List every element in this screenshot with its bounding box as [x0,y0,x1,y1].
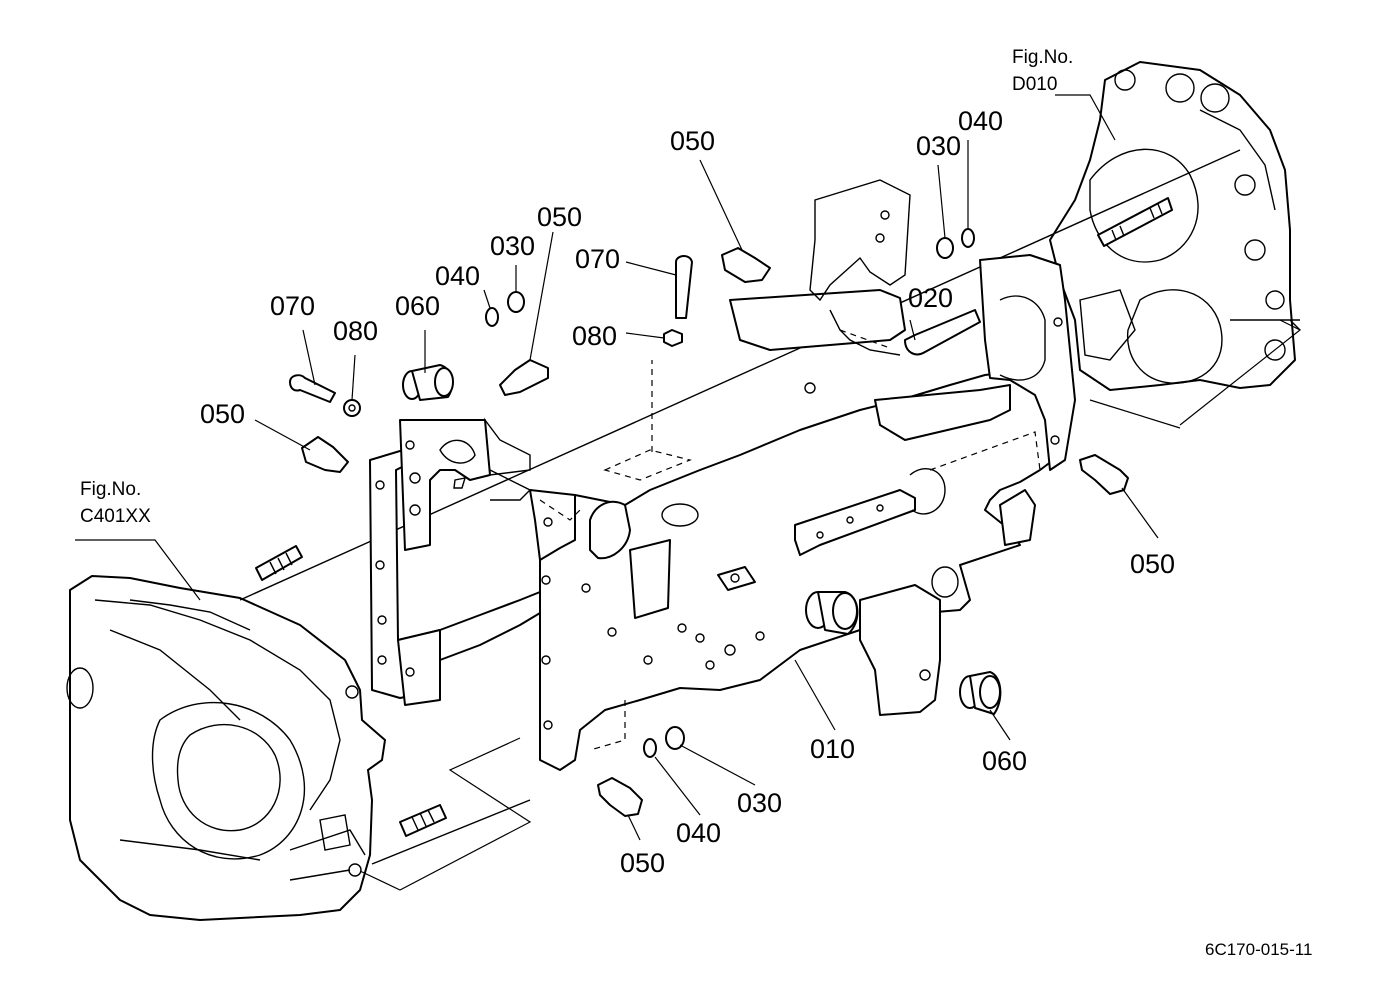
stud-rear [1097,197,1173,247]
callout-030-mid: 030 [490,231,535,261]
bolt-050-midtop [499,359,549,396]
callout-060-right: 060 [982,746,1027,776]
callout-010: 010 [810,734,855,764]
rear-housing [1049,61,1301,391]
fig-ref-rear: Fig.No. D010 [1012,47,1073,95]
washer-040-mid [485,307,499,327]
washer-040-bottom [643,738,657,758]
bolt-050-left [301,436,349,473]
bolt-070-left [289,374,336,403]
main-frame [529,179,1076,771]
nut-080-mid [663,329,683,347]
stud-front-lower [399,804,447,837]
nut-030-bottom [665,726,685,750]
bolt-050-top [721,247,771,283]
leader-lines [75,94,1159,841]
callout-050-mid: 050 [537,202,582,232]
bushing-right [959,671,1002,715]
bushing-mid [805,591,859,635]
callout-040-mid: 040 [435,261,480,291]
callout-040-bottom: 040 [676,818,721,848]
bolt-050-bottom [597,777,643,817]
callout-050-top: 050 [670,126,715,156]
stud-front-upper [255,545,303,581]
dashed-guides [539,329,1041,751]
fig-ref-front-code: C401XX [80,506,151,527]
bolt-020 [904,309,981,356]
diagram-code: 6C170-015-11 [1205,940,1312,959]
bushing-left [402,364,454,401]
nut-080-left [343,399,361,417]
callout-070-mid: 070 [575,244,620,274]
callout-labels: 050 030 040 020 070 080 050 030 040 060 … [200,106,1175,878]
washer-040-top [961,228,975,248]
callout-080-left: 080 [333,316,378,346]
callout-040-top: 040 [958,106,1003,136]
bolt-070-mid [675,255,693,319]
front-housing [66,575,386,921]
fig-ref-front: Fig.No. C401XX [80,479,151,527]
fig-ref-front-title: Fig.No. [80,479,141,500]
fig-ref-rear-title: Fig.No. [1012,47,1073,68]
callout-060-left: 060 [395,291,440,321]
callout-030-bottom: 030 [737,788,782,818]
left-front-bracket [369,417,546,706]
nut-030-mid [507,291,525,313]
callout-020: 020 [908,283,953,313]
bolt-050-right [1079,454,1129,495]
callout-050-left: 050 [200,399,245,429]
callout-050-right: 050 [1130,549,1175,579]
callout-080-mid: 080 [572,321,617,351]
callout-030-top: 030 [916,131,961,161]
fig-ref-rear-code: D010 [1012,74,1057,95]
nut-030-top [936,237,954,259]
callout-050-bottom: 050 [620,848,665,878]
callout-070-left: 070 [270,291,315,321]
